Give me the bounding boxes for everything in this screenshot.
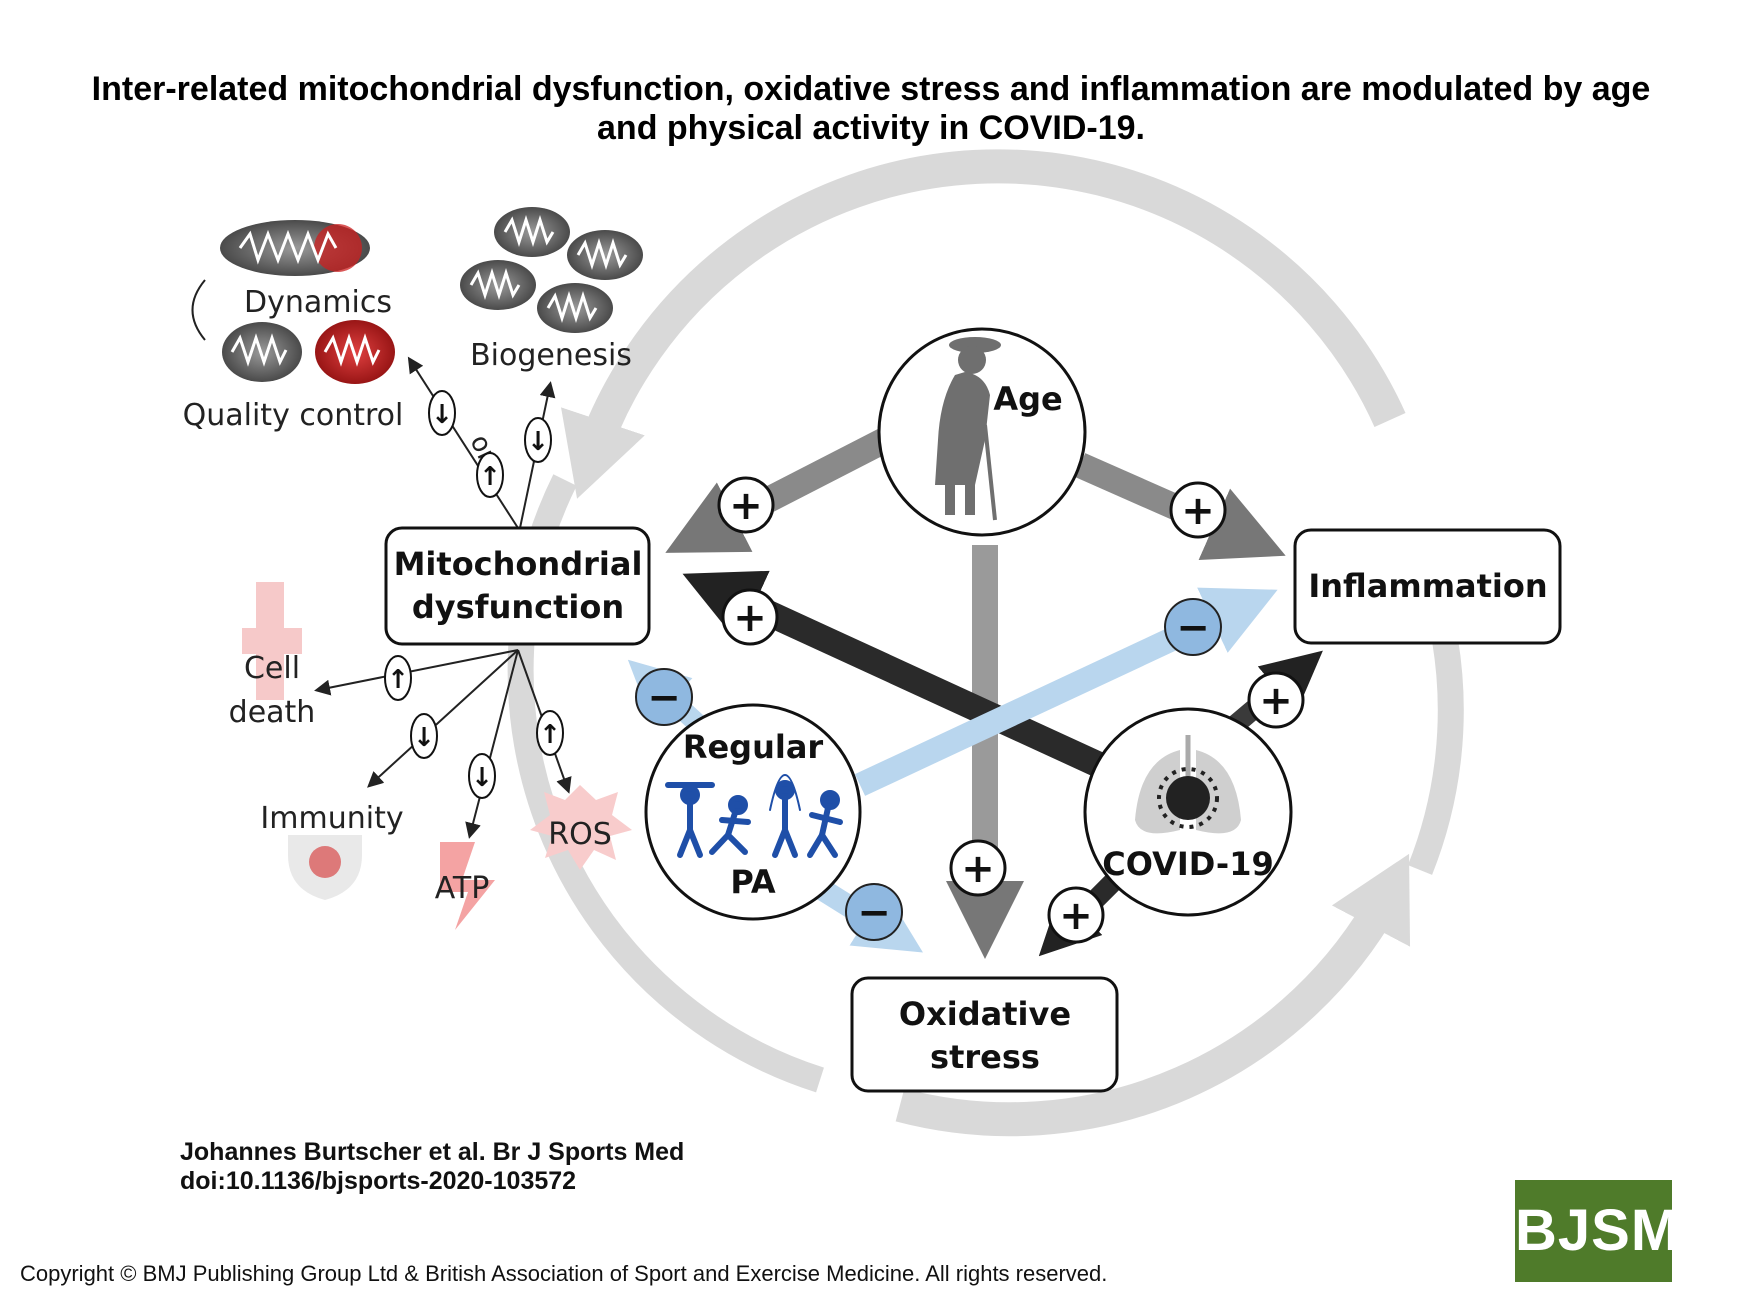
plus-age-inflammation: + xyxy=(1169,481,1227,539)
atp-lightning-icon xyxy=(440,842,495,930)
citation: Johannes Burtscher et al. Br J Sports Me… xyxy=(180,1138,684,1196)
mitochondria-dynamics-icon xyxy=(191,220,395,384)
cycle-arrow-top xyxy=(561,149,1406,499)
lungs-virus-icon xyxy=(1135,735,1241,834)
svg-text:+: + xyxy=(1259,678,1293,724)
svg-text:+: + xyxy=(961,846,995,892)
svg-text:↓: ↓ xyxy=(413,723,435,753)
svg-text:↓: ↓ xyxy=(471,763,493,793)
minus-pa-inflammation: − xyxy=(1164,598,1222,656)
cell-death-cross-icon xyxy=(242,582,302,700)
svg-text:↓: ↓ xyxy=(527,427,549,457)
badge-biogenesis-down: ↓ xyxy=(524,417,552,463)
svg-text:↑: ↑ xyxy=(387,665,409,695)
plus-age-mito: + xyxy=(717,476,775,534)
plus-age-oxidative: + xyxy=(949,839,1007,897)
node-age: Age xyxy=(877,327,1087,537)
badge-quality-up: ↑ xyxy=(476,452,504,498)
ros-burst-icon xyxy=(530,785,632,870)
svg-text:Regular: Regular xyxy=(683,728,824,766)
label-cell: Cell xyxy=(244,651,300,686)
svg-text:−: − xyxy=(857,890,891,936)
label-death: death xyxy=(229,695,316,730)
svg-text:↑: ↑ xyxy=(539,720,561,750)
immunity-shield-icon xyxy=(288,835,362,900)
svg-text:stress: stress xyxy=(930,1038,1040,1076)
cycle-arrow-right xyxy=(1407,637,1464,875)
badge-atp-down: ↓ xyxy=(468,753,496,799)
copyright-notice: Copyright © BMJ Publishing Group Ltd & B… xyxy=(20,1261,1108,1286)
svg-text:PA: PA xyxy=(730,863,776,901)
svg-text:−: − xyxy=(1176,605,1210,651)
sign-badges: + + + + + + − − − xyxy=(635,476,1305,944)
citation-authors: Johannes Burtscher et al. Br J Sports Me… xyxy=(180,1138,685,1166)
label-quality-control: Quality control xyxy=(183,398,404,433)
node-covid-19: COVID-19 xyxy=(1083,707,1293,917)
line-to-atp xyxy=(465,649,519,839)
line-to-quality-control xyxy=(407,356,519,529)
minus-pa-oxidative: − xyxy=(845,883,903,941)
node-oxidative-stress: Oxidative stress xyxy=(850,976,1119,1093)
svg-text:dysfunction: dysfunction xyxy=(412,588,624,626)
bjsm-logo: BJSM xyxy=(1515,1180,1679,1282)
svg-text:Age: Age xyxy=(993,380,1062,418)
plus-covid-mito: + xyxy=(721,588,779,646)
exercise-figures-icon xyxy=(665,774,843,858)
label-dynamics: Dynamics xyxy=(244,285,392,320)
node-mitochondrial-dysfunction: Mitochondrial dysfunction xyxy=(384,526,651,646)
badge-ros-up: ↑ xyxy=(536,710,564,756)
mitochondria-biogenesis-icon xyxy=(460,207,643,333)
node-inflammation: Inflammation xyxy=(1293,528,1562,645)
line-to-immunity xyxy=(367,649,519,788)
arrow-age-to-inflammation xyxy=(1074,453,1286,560)
svg-text:↓: ↓ xyxy=(431,400,453,430)
svg-text:↑: ↑ xyxy=(479,462,501,492)
elderly-person-icon xyxy=(935,337,1001,521)
plus-covid-inflammation: + xyxy=(1247,671,1305,729)
label-ros: ROS xyxy=(548,817,612,852)
badge-immunity-down: ↓ xyxy=(410,713,438,759)
label-biogenesis: Biogenesis xyxy=(470,338,632,373)
badge-quality-down: ↓ xyxy=(428,390,456,436)
svg-text:Inflammation: Inflammation xyxy=(1308,567,1547,605)
plus-covid-oxidative: + xyxy=(1047,886,1105,944)
figure-title-line1: Inter-related mitochondrial dysfunction,… xyxy=(91,70,1651,108)
svg-text:+: + xyxy=(729,483,763,529)
svg-text:Oxidative: Oxidative xyxy=(899,995,1071,1033)
figure-title-line2: and physical activity in COVID-19. xyxy=(597,109,1145,147)
label-immunity: Immunity xyxy=(260,801,403,836)
badge-cell-death-up: ↑ xyxy=(384,655,412,701)
direction-badges: ↓ ↑ ↓ ↑ ↓ ↓ ↑ xyxy=(384,390,564,799)
svg-text:−: − xyxy=(647,675,681,721)
svg-text:+: + xyxy=(1181,488,1215,534)
figure-title: Inter-related mitochondrial dysfunction,… xyxy=(0,70,1742,148)
arrow-covid-to-mito xyxy=(682,570,1116,782)
citation-doi: doi:10.1136/bjsports-2020-103572 xyxy=(180,1167,577,1195)
node-regular-pa: Regular PA xyxy=(644,703,862,921)
cycle-arrow-bottom xyxy=(895,853,1410,1137)
line-to-cell-death xyxy=(314,649,519,696)
label-atp: ATP xyxy=(435,871,490,906)
svg-text:+: + xyxy=(733,595,767,641)
svg-text:Mitochondrial: Mitochondrial xyxy=(394,545,643,583)
svg-text:+: + xyxy=(1059,893,1093,939)
svg-text:COVID-19: COVID-19 xyxy=(1102,845,1273,883)
minus-pa-mito: − xyxy=(635,668,693,726)
dynamics-cycle-arrow xyxy=(191,279,206,341)
